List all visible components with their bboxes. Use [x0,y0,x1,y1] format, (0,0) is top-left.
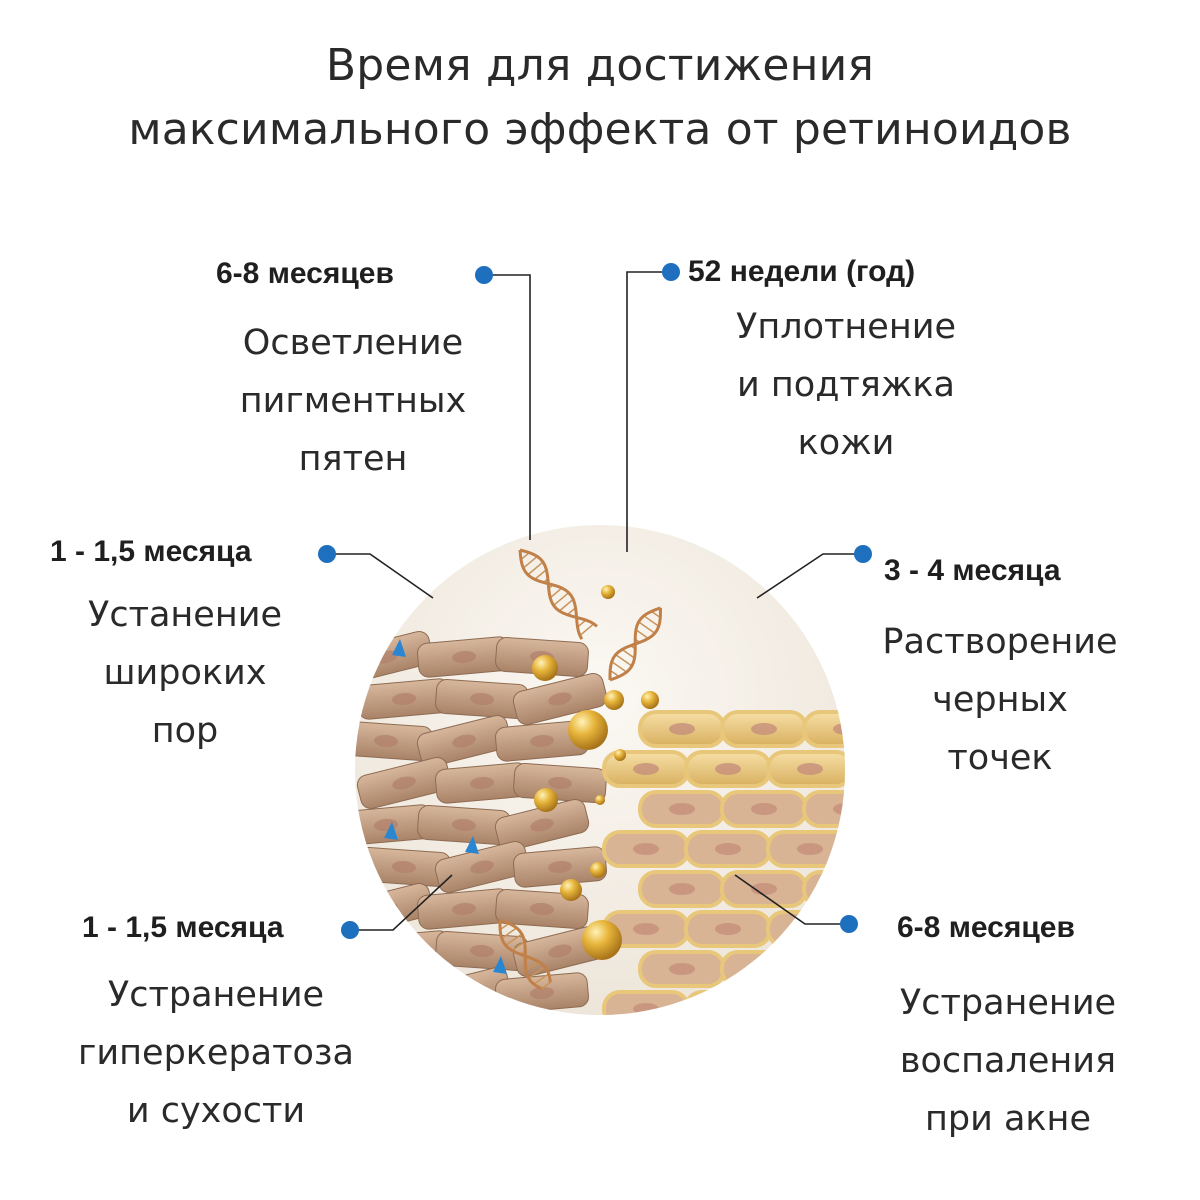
effect-description-line: пигментных [239,381,467,421]
effect-description-pigment: Осветление пигментных пятен [173,314,533,488]
effect-time-blackheads: 3 - 4 месяца [884,554,1061,587]
effect-time-hyperkeratosis: 1 - 1,5 месяца [82,911,284,944]
effect-description-line: Осветление [242,323,464,363]
connector-line-firming [626,271,671,552]
effect-description-line: Устанение [88,595,282,635]
effect-description-line: и сухости [126,1091,306,1131]
connector-lines [318,263,872,939]
connector-dot-pigment [475,266,493,284]
effect-description-pores: Устанение широких пор [5,586,365,760]
effect-description-line: черных [932,680,1068,720]
effect-description-line: пятен [298,439,408,479]
connector-dot-blackheads [854,545,872,563]
effect-description-line: при акне [925,1099,1091,1139]
connector-dot-pores [318,545,336,563]
effect-time-acne: 6-8 месяцев [897,911,1075,944]
connector-line-hyperkeratosis [350,874,453,931]
connector-line-acne [734,874,849,925]
effect-description-line: гиперкератоза [78,1033,354,1073]
connector-dot-firming [662,263,680,281]
effect-description-line: пор [151,711,219,751]
connector-line-pigment [484,274,531,540]
effect-description-acne: Устранение воспаления при акне [828,974,1188,1148]
connector-dot-hyperkeratosis [341,921,359,939]
effect-description-line: Устранение [107,975,325,1015]
effect-description-line: Устранение [899,983,1117,1023]
effect-description-line: широких [103,653,267,693]
effect-time-pores: 1 - 1,5 месяца [50,535,252,568]
connector-line-pores [327,553,434,599]
effect-time-firming: 52 недели (год) [688,255,916,288]
title-line-2: максимального эффекта от ретиноидов [128,104,1072,155]
skin-layers-illustration [355,525,845,1015]
effect-description-hyperkeratosis: Устранение гиперкератоза и сухости [36,966,396,1140]
effect-description-blackheads: Растворение черных точек [820,613,1180,787]
effect-description-line: и подтяжка [737,365,955,405]
effect-description-line: воспаления [899,1041,1117,1081]
effect-description-line: Растворение [882,622,1118,662]
connector-line-blackheads [756,553,863,599]
effect-description-line: Уплотнение [736,307,956,347]
effect-time-pigment: 6-8 месяцев [216,257,394,290]
connector-dot-acne [840,915,858,933]
title-line-1: Время для достижения [325,40,875,91]
effect-description-firming: Уплотнение и подтяжка кожи [666,298,1026,472]
page-title: Время для достижения максимального эффек… [0,34,1200,162]
effect-description-line: точек [947,738,1053,778]
effect-description-line: кожи [797,423,895,463]
